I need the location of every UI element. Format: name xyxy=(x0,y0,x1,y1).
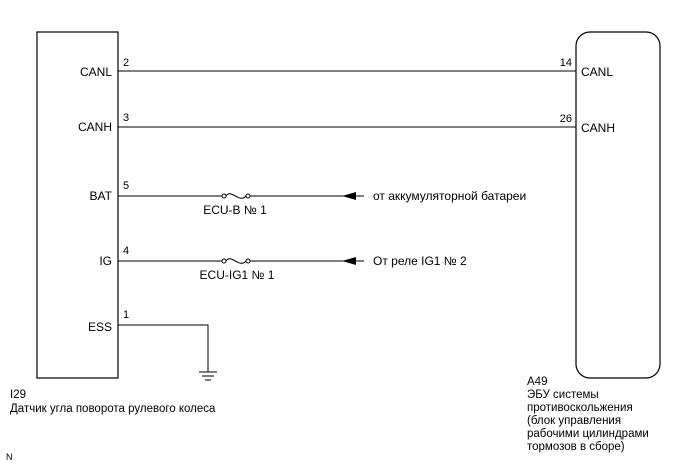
ecu-pin-number-14: 14 xyxy=(560,57,572,69)
ecu-name-line: противоскольжения xyxy=(527,402,633,414)
sensor-name: Датчик угла поворота рулевого колеса xyxy=(10,403,216,415)
pin-label-canl: CANL xyxy=(80,65,112,79)
ecu-name-line: ЭБУ системы xyxy=(527,389,599,401)
pin-label-ess: ESS xyxy=(88,320,112,334)
arrow-left-icon xyxy=(342,257,356,265)
pin-number-5: 5 xyxy=(123,180,129,192)
pin-number-4: 4 xyxy=(123,245,129,257)
source-label-ig1-relay: От реле IG1 № 2 xyxy=(373,254,467,268)
ecu-box xyxy=(575,31,661,379)
source-label-battery: от аккумуляторной батареи xyxy=(373,189,526,203)
ecu-pin-label-canh: CANH xyxy=(581,121,615,135)
ecu-pin-number-26: 26 xyxy=(560,113,572,125)
arrow-left-icon xyxy=(342,192,356,200)
ecu-pin-label-canl: CANL xyxy=(581,65,613,79)
ecu-ref: A49 xyxy=(527,376,547,388)
pin-number-3: 3 xyxy=(123,112,129,124)
ecu-name-line: рабочими цилиндрами xyxy=(527,428,649,440)
sensor-ref: I29 xyxy=(10,389,26,401)
pin-label-ig: IG xyxy=(99,254,112,268)
ecu-name-line: тормозов в сборе) xyxy=(527,441,625,453)
pin-label-bat: BAT xyxy=(90,189,113,203)
fuse-label-ecu-ig1: ECU-IG1 № 1 xyxy=(200,268,275,282)
ground-icon xyxy=(199,371,217,381)
pin-label-canh: CANH xyxy=(78,120,112,134)
steering-sensor-box xyxy=(36,31,119,379)
fuse-label-ecu-b: ECU-B № 1 xyxy=(203,203,267,217)
pin-number-2: 2 xyxy=(123,57,129,69)
corner-mark: N xyxy=(6,452,13,462)
ecu-name-line: (блок управления xyxy=(527,415,621,427)
wire-ess xyxy=(118,324,209,372)
fuse-icon xyxy=(221,258,251,264)
fuse-icon xyxy=(221,193,251,199)
pin-number-1: 1 xyxy=(123,309,129,321)
